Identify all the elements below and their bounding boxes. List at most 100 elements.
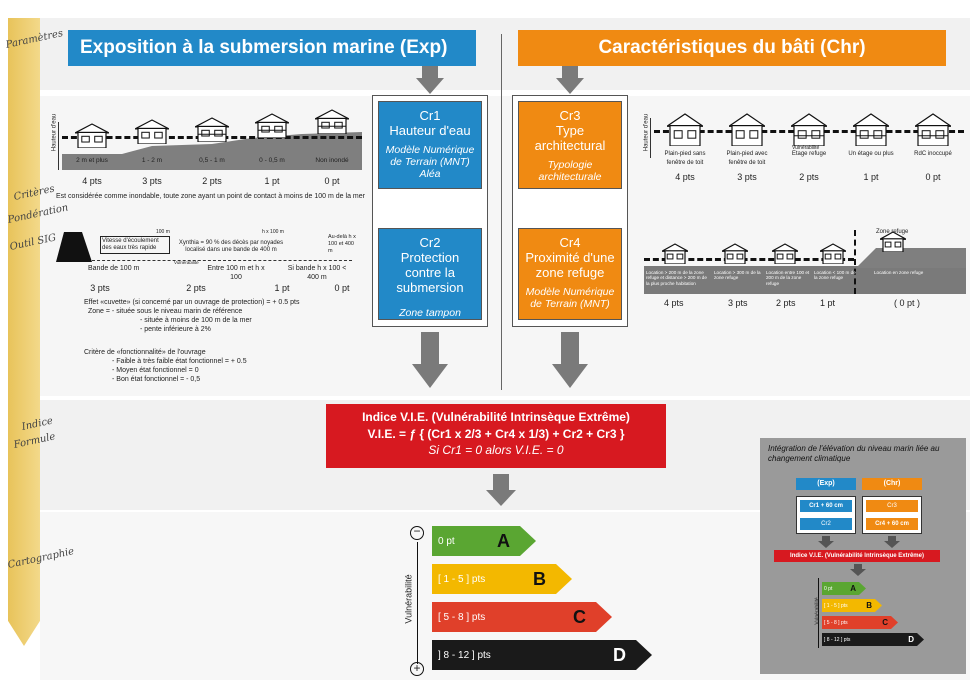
scale-minus-icon: − bbox=[410, 525, 424, 540]
refuge-distance-label: Location entre 100 et 200 m de la zone r… bbox=[766, 270, 810, 286]
zone-label-1: Bande de 100 m bbox=[88, 265, 140, 272]
refuge-points-label: 3 pts bbox=[728, 298, 748, 308]
inset-vie: Indice V.I.E. (Vulnérabilité Intrinsèque… bbox=[774, 550, 940, 562]
refuge-points-label: ( 0 pt ) bbox=[894, 298, 921, 308]
cr4-sub: Modèle Numérique de Terrain (MNT) bbox=[525, 286, 615, 310]
arrow-down-icon bbox=[486, 474, 516, 506]
zone-text-1: Vitesse d'écoulement des eaux très rapid… bbox=[100, 236, 170, 254]
zone-mark-100m: 100 m bbox=[156, 229, 170, 235]
inset-vuln-letter: A bbox=[850, 584, 856, 593]
inset-vuln-range: [ 5 - 8 ] pts bbox=[824, 619, 848, 626]
cr2-sub: Zone tampon bbox=[399, 307, 461, 319]
fonction-line: Critère de «fonctionnalité» de l'ouvrage bbox=[84, 349, 206, 356]
cr1-name: Hauteur d'eau bbox=[389, 123, 471, 138]
vuln-class-letter: B bbox=[533, 568, 546, 589]
house-icon bbox=[314, 108, 350, 139]
cr2-id: Cr2 bbox=[419, 235, 441, 250]
vuln-class-range: ] 8 - 12 ] pts bbox=[438, 649, 491, 661]
building-type-icon bbox=[789, 112, 829, 151]
fonction-line: - Moyen état fonctionnel = 0 bbox=[112, 367, 199, 374]
chr-header: Caractéristiques du bâti (Chr) bbox=[518, 30, 946, 66]
water-points-label: 2 pts bbox=[202, 176, 222, 186]
refuge-distance-label: Location > 300 m de la zone refuge bbox=[714, 270, 761, 281]
inset-vuln-letter: B bbox=[866, 601, 872, 610]
vuln-class-range: [ 1 - 5 ] pts bbox=[438, 573, 486, 585]
cr2-box: Cr2 Protection contre la submersion Zone… bbox=[378, 228, 482, 320]
cuvette-line: Zone = - située sous le niveau marin de … bbox=[88, 308, 243, 315]
inset-cr4: Cr4 + 60 cm bbox=[866, 518, 918, 530]
arrow-down-icon bbox=[818, 536, 834, 548]
cr4-box: Cr4 Proximité d'une zone refuge Modèle N… bbox=[518, 228, 622, 320]
terrain-profile bbox=[62, 132, 362, 170]
house-icon bbox=[74, 122, 110, 153]
vuln-class-range: [ 5 - 8 ] pts bbox=[438, 611, 486, 623]
arrow-down-icon bbox=[552, 332, 588, 388]
house-icon bbox=[877, 230, 909, 257]
refuge-points-label: 2 pts bbox=[776, 298, 796, 308]
zone-label-2: Entre 100 m et h x 100 bbox=[207, 265, 265, 281]
arrow-down-icon bbox=[884, 536, 900, 548]
house-icon bbox=[254, 112, 290, 143]
water-points-label: 3 pts bbox=[142, 176, 162, 186]
building-type-points: 4 pts bbox=[675, 172, 695, 182]
house-icon bbox=[194, 116, 230, 147]
exp-note: Est considérée comme inondable, toute zo… bbox=[56, 193, 365, 200]
vuln-class-range: 0 pt bbox=[438, 535, 455, 547]
cr3-name: Type architectural bbox=[534, 123, 606, 153]
zone-points-label: 0 pt bbox=[334, 283, 350, 293]
inset-vuln-band: 0 pt A bbox=[822, 582, 866, 595]
zone-points-label: 2 pts bbox=[186, 283, 206, 293]
center-divider bbox=[501, 34, 502, 390]
inset-chr-header: (Chr) bbox=[862, 478, 922, 490]
building-type-icon bbox=[727, 112, 767, 151]
water-level-label: 0 - 0,5 m bbox=[259, 157, 285, 164]
house-icon bbox=[659, 242, 691, 269]
refuge-water-line bbox=[644, 258, 854, 261]
chr-vuln-mark: Vulnérabilité bbox=[792, 145, 820, 151]
building-type-icon bbox=[851, 112, 891, 151]
cr4-id: Cr4 bbox=[559, 235, 581, 250]
arrow-down-icon bbox=[850, 564, 866, 576]
building-type-label: Etage refuge bbox=[791, 151, 827, 157]
vuln-class-letter: C bbox=[573, 606, 586, 627]
inset-vuln-letter: C bbox=[882, 618, 888, 627]
fonction-line: - Bon état fonctionnel = - 0,5 bbox=[112, 376, 201, 383]
cr1-box: Cr1 Hauteur d'eau Modèle Numérique de Te… bbox=[378, 101, 482, 189]
zone-text-3: Au-delà h x 100 et 400 m bbox=[328, 234, 356, 254]
cr3-id: Cr3 bbox=[559, 108, 581, 123]
inset-vuln-range: 0 pt bbox=[824, 585, 833, 592]
vuln-class-band: [ 5 - 8 ] pts C bbox=[432, 602, 612, 632]
vie-box: Indice V.I.E. (Vulnérabilité Intrinsèque… bbox=[326, 404, 666, 468]
climate-inset: Intégration de l'élévation du niveau mar… bbox=[760, 438, 966, 674]
cr2-name: Protection contre la submersion bbox=[396, 250, 464, 295]
building-type-points: 1 pt bbox=[863, 172, 879, 182]
chr-type-illustration: Hauteur d'eau Vulnérabilité Plain-pied s… bbox=[636, 104, 966, 192]
zone-label-3: Si bande h x 100 < 400 m bbox=[287, 265, 347, 281]
chr-refuge-illustration: Zone refuge Location > 200 m de la zone … bbox=[636, 228, 966, 312]
building-type-points: 0 pt bbox=[925, 172, 941, 182]
building-type-icon bbox=[665, 112, 705, 151]
exp-cuvette-block: Effet «cuvette» (si concerné par un ouvr… bbox=[84, 298, 364, 334]
building-type-label: RdC inoccupé bbox=[914, 151, 952, 157]
house-icon bbox=[134, 118, 170, 149]
cr3-box: Cr3 Type architectural Typologie archite… bbox=[518, 101, 622, 189]
water-level-label: Non inondé bbox=[315, 157, 349, 164]
vie-formula: V.I.E. = ƒ { (Cr1 x 2/3 + Cr4 x 1/3) + C… bbox=[367, 427, 625, 441]
refuge-zone-border bbox=[854, 230, 856, 294]
arrow-down-icon bbox=[412, 332, 448, 388]
refuge-distance-label: Location > 200 m de la zone refuge et di… bbox=[646, 270, 707, 286]
scale-plus-icon: + bbox=[410, 662, 424, 676]
inset-axis-label: Vulnérabilité bbox=[814, 597, 821, 625]
cr3-sub: Typologie architecturale bbox=[538, 159, 602, 183]
refuge-points-label: 4 pts bbox=[664, 298, 684, 308]
zone-mark-h100: h x 100 m bbox=[262, 229, 284, 235]
building-type-points: 3 pts bbox=[737, 172, 757, 182]
refuge-distance-label: Location < 100 m de la zone refuge bbox=[814, 270, 856, 281]
inset-vuln-band: [ 5 - 8 ] pts C bbox=[822, 616, 898, 629]
inset-exp-header: (Exp) bbox=[796, 478, 856, 490]
water-points-label: 0 pt bbox=[324, 176, 340, 186]
house-icon bbox=[719, 242, 751, 269]
